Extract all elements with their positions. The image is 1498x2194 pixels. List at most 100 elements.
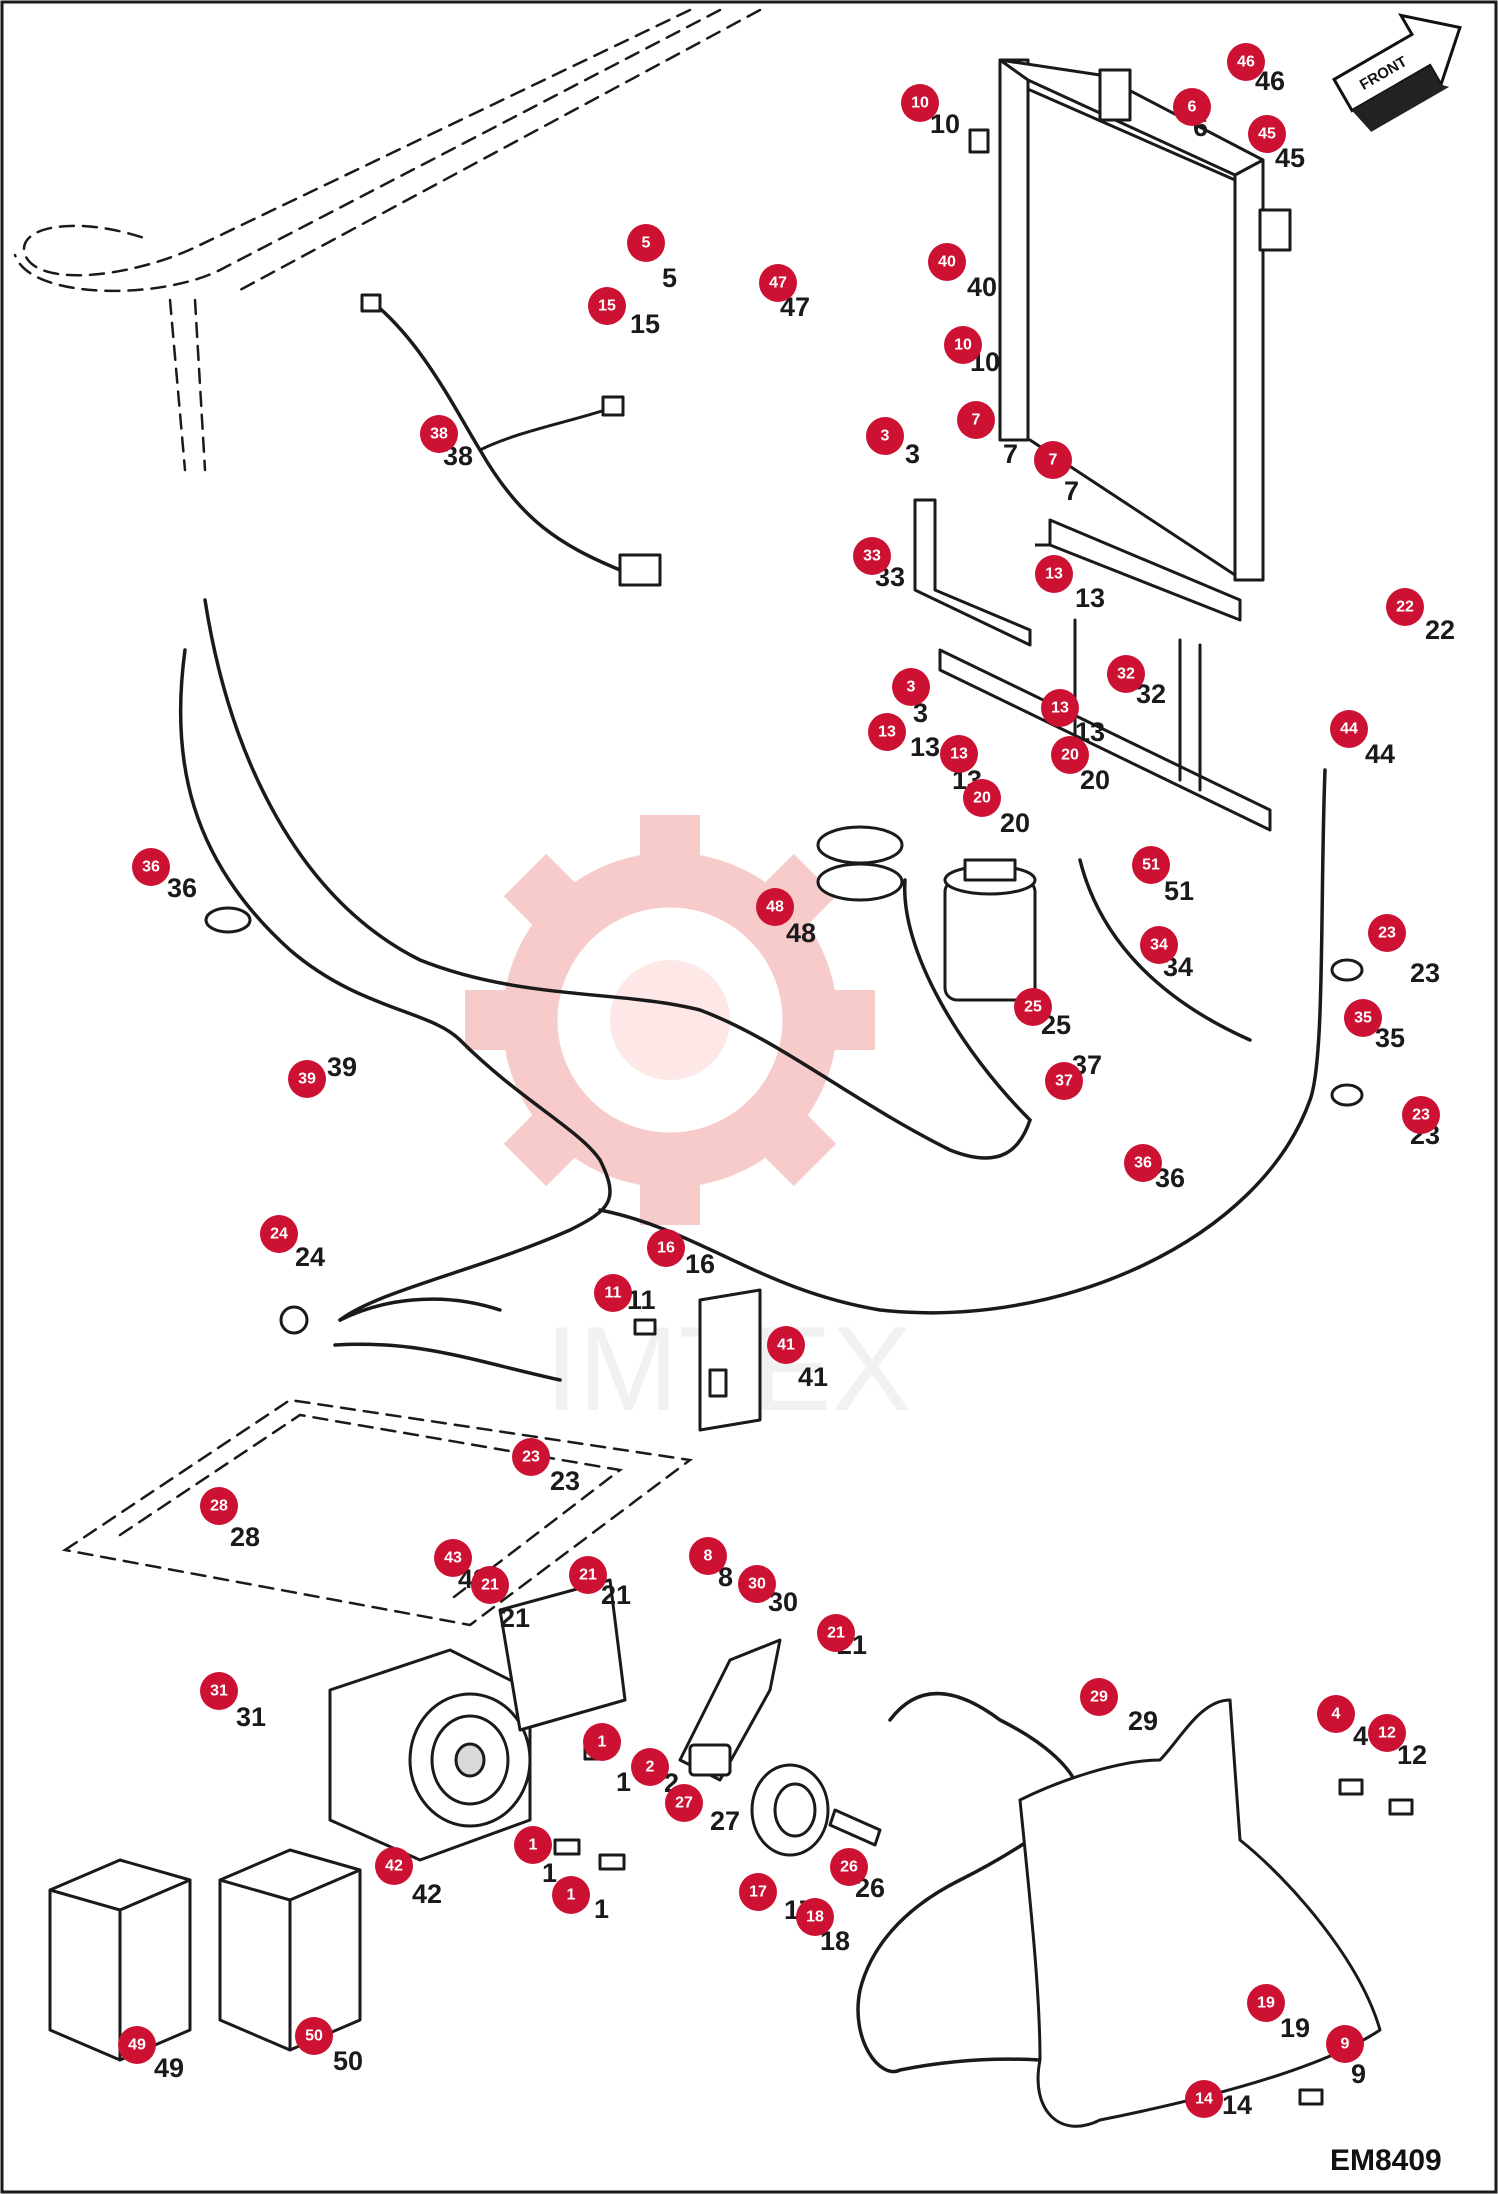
part-number-badge[interactable]: 47: [759, 264, 797, 302]
part-number-badge[interactable]: 1: [552, 1876, 590, 1914]
part-callout-4[interactable]: 44: [1317, 1695, 1368, 1751]
part-number-badge[interactable]: 14: [1185, 2080, 1223, 2118]
part-number-badge[interactable]: 46: [1227, 43, 1265, 81]
part-callout-1[interactable]: 11: [514, 1826, 557, 1888]
part-callout-6[interactable]: 66: [1173, 88, 1211, 142]
part-number-badge[interactable]: 32: [1107, 655, 1145, 693]
part-number-badge[interactable]: 20: [1051, 736, 1089, 774]
part-number-badge[interactable]: 28: [200, 1487, 238, 1525]
part-number-badge[interactable]: 30: [738, 1565, 776, 1603]
part-number-badge[interactable]: 1: [583, 1723, 621, 1761]
part-number-badge[interactable]: 42: [375, 1847, 413, 1885]
part-number-badge[interactable]: 49: [118, 2026, 156, 2064]
part-callout-7[interactable]: 77: [1034, 441, 1079, 506]
part-number-badge[interactable]: 3: [892, 668, 930, 706]
part-number-badge[interactable]: 18: [796, 1898, 834, 1936]
part-callout-2[interactable]: 22: [631, 1748, 679, 1798]
part-number-badge[interactable]: 21: [569, 1556, 607, 1594]
part-number-badge[interactable]: 36: [132, 848, 170, 886]
part-number-badge[interactable]: 29: [1080, 1678, 1118, 1716]
part-number-badge[interactable]: 51: [1132, 846, 1170, 884]
part-number-badge[interactable]: 48: [756, 888, 794, 926]
part-number-badge[interactable]: 16: [647, 1229, 685, 1267]
part-number-badge[interactable]: 13: [940, 735, 978, 773]
part-number-badge[interactable]: 21: [471, 1566, 509, 1604]
part-number-badge[interactable]: 9: [1326, 2025, 1364, 2063]
part-number-badge[interactable]: 10: [944, 326, 982, 364]
part-number-badge[interactable]: 10: [901, 84, 939, 122]
part-number-badge[interactable]: 44: [1330, 710, 1368, 748]
part-number-badge[interactable]: 37: [1045, 1062, 1083, 1100]
part-number-badge[interactable]: 11: [594, 1274, 632, 1312]
part-number-badge[interactable]: 23: [1402, 1096, 1440, 1134]
part-number-badge[interactable]: 23: [512, 1438, 550, 1476]
part-number-badge[interactable]: 13: [1035, 555, 1073, 593]
part-number-badge[interactable]: 33: [853, 537, 891, 575]
part-number-badge[interactable]: 20: [963, 779, 1001, 817]
part-number-badge[interactable]: 8: [689, 1537, 727, 1575]
part-number-badge[interactable]: 4: [1317, 1695, 1355, 1733]
part-number-badge[interactable]: 6: [1173, 88, 1211, 126]
part-number-badge[interactable]: 21: [817, 1614, 855, 1652]
part-number-badge[interactable]: 40: [928, 243, 966, 281]
part-callout-5[interactable]: 55: [627, 224, 677, 293]
part-number-badge[interactable]: 35: [1344, 999, 1382, 1037]
part-callout-7[interactable]: 77: [957, 401, 1018, 469]
part-number-badge[interactable]: 26: [830, 1848, 868, 1886]
part-number-badge[interactable]: 43: [434, 1539, 472, 1577]
part-number-badge[interactable]: 31: [200, 1672, 238, 1710]
part-callout-8[interactable]: 88: [689, 1537, 733, 1592]
part-callout-1[interactable]: 11: [583, 1723, 631, 1797]
part-number-badge[interactable]: 38: [420, 415, 458, 453]
part-number-badge[interactable]: 5: [627, 224, 665, 262]
part-number-badge[interactable]: 7: [957, 401, 995, 439]
part-number-badge[interactable]: 1: [514, 1826, 552, 1864]
part-number-badge[interactable]: 27: [665, 1784, 703, 1822]
part-number-badge[interactable]: 45: [1248, 115, 1286, 153]
part-callout-9[interactable]: 99: [1326, 2025, 1366, 2089]
part-number-badge[interactable]: 17: [739, 1873, 777, 1911]
part-callout-1[interactable]: 11: [552, 1876, 609, 1924]
part-callout-3[interactable]: 33: [892, 668, 930, 728]
part-number-badge[interactable]: 12: [1368, 1714, 1406, 1752]
part-number-badge[interactable]: 13: [868, 713, 906, 751]
